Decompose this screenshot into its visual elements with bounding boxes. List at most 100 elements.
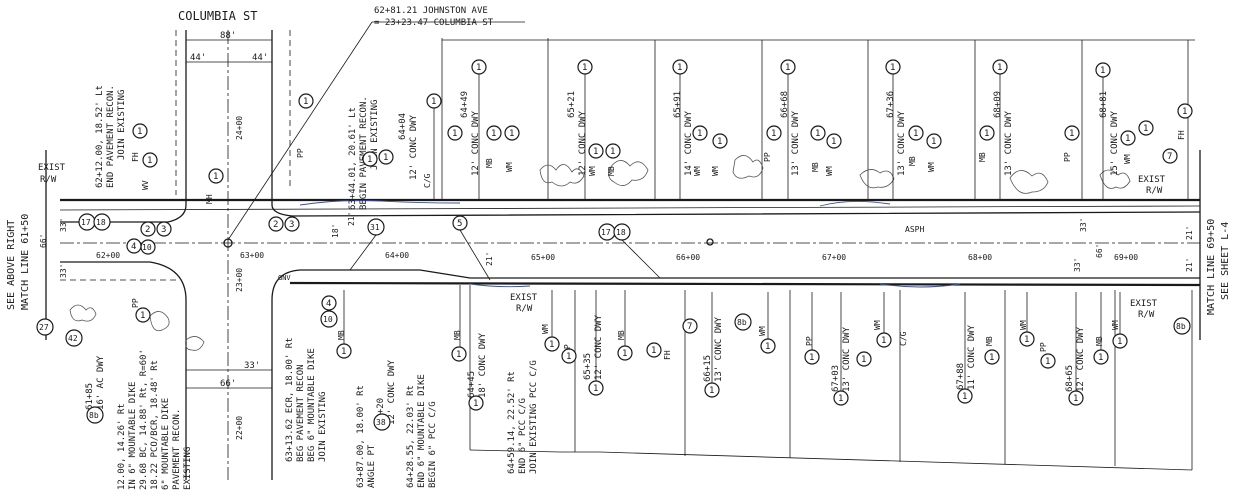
callout-dike-4: 18.22 PCO/BCR, 18.48' Rt	[150, 360, 160, 490]
svg-text:8b: 8b	[737, 318, 747, 327]
note-bubble: 1	[856, 351, 872, 367]
note-bubble: 1	[760, 338, 776, 354]
dim-33-right: 33'	[1079, 218, 1088, 232]
label-wm: WM	[927, 162, 936, 172]
callout-dike-2: IN 6" MOUNTABLE DIKE	[128, 382, 138, 490]
curb-return-nw	[60, 204, 187, 223]
dim-21-right-a: 21'	[1185, 226, 1194, 240]
callout-68-09-b: 13' CONC DWY	[1004, 110, 1014, 176]
label-fh: FH	[131, 152, 140, 162]
label-cg: C/G	[423, 173, 432, 188]
exist-bottom-left: EXIST	[510, 293, 538, 303]
label-mb: MB	[908, 156, 917, 166]
note-bubble: 1	[672, 59, 688, 75]
note-bubble: 1	[362, 151, 378, 167]
note-bubble: 38	[373, 413, 391, 431]
svg-text:4: 4	[326, 299, 331, 309]
label-pp: PP	[1039, 342, 1048, 352]
note-bubble: 1	[132, 123, 148, 139]
callout-65-21-a: 65+21	[567, 91, 577, 118]
note-bubbles: 1 1 1 1 1 1 1 1 1 1 1 1 1 1 1 1 1 1 1 1 …	[36, 59, 1193, 431]
svg-text:1: 1	[861, 355, 866, 365]
svg-text:1: 1	[913, 129, 918, 139]
rw-left: R/W	[40, 175, 57, 185]
top-callouts: 62+12.00, 18.52' Lt END PAVEMENT RECON. …	[95, 85, 1120, 210]
svg-text:1: 1	[717, 137, 722, 147]
note-bubble: 1	[451, 346, 467, 362]
svg-text:1: 1	[709, 386, 714, 396]
callout-68-09-a: 68+09	[993, 91, 1003, 118]
note-bubble: 8b	[1173, 317, 1191, 335]
station-68: 68+00	[968, 253, 992, 262]
callout-63-44-b: BEGIN PAVEMENT RECON.	[359, 96, 369, 210]
svg-text:1: 1	[785, 63, 790, 73]
callout-67-88-a: 67+88	[956, 363, 966, 390]
exist-left: EXIST	[38, 163, 66, 173]
svg-text:17: 17	[601, 228, 611, 237]
note-bubble: 1	[605, 143, 621, 159]
top-utility-labels: FH WV MH PP C/G MB WM WM MB WM WM PP MB …	[131, 130, 1186, 204]
callout-64-49-b: 12' CONC DWY	[471, 110, 481, 176]
dim-33-right-bottom: 33'	[1073, 258, 1082, 272]
callout-68-81-b: 15' CONC DWY	[1110, 110, 1120, 176]
note-bubble: 5	[452, 215, 468, 231]
station-69: 69+00	[1114, 253, 1138, 262]
callout-65-35-a: 65+35	[583, 353, 593, 380]
station-64: 64+00	[385, 251, 409, 260]
callout-61-85-a: 61+85	[85, 383, 95, 410]
note-bubble: 1	[992, 59, 1008, 75]
svg-text:42: 42	[68, 334, 78, 343]
dim-66-right: 66'	[1095, 244, 1104, 258]
label-wv: WV	[141, 180, 150, 190]
curb-return-sw	[60, 261, 187, 301]
svg-text:3: 3	[161, 225, 166, 235]
svg-text:1: 1	[1098, 353, 1103, 363]
svg-text:1: 1	[341, 347, 346, 357]
see-above-right: SEE ABOVE RIGHT	[6, 220, 17, 310]
note-bubble: 1	[712, 133, 728, 149]
svg-text:31: 31	[370, 223, 380, 232]
callout-67-88-b: 11' CONC DWY	[967, 324, 977, 390]
svg-text:1: 1	[137, 127, 142, 137]
callout-64-20-a: 64+20	[376, 398, 386, 425]
note-bubble: 1	[468, 395, 484, 411]
svg-text:1: 1	[452, 129, 457, 139]
svg-text:1: 1	[765, 342, 770, 352]
svg-text:18: 18	[96, 218, 106, 227]
note-bubble: 1	[378, 149, 394, 165]
callout-61-85-b: 16' AC DWY	[96, 355, 106, 410]
callout-62-12-c: JOIN EXISTING	[117, 90, 127, 160]
svg-text:1: 1	[367, 155, 372, 165]
south-rw-line	[289, 281, 1201, 287]
label-mb: MB	[453, 330, 462, 340]
svg-text:1: 1	[140, 311, 145, 321]
callout-64-45-a: 64+45	[467, 371, 477, 398]
station-65: 65+00	[531, 253, 555, 262]
svg-text:1: 1	[593, 147, 598, 157]
note-bubble: 1	[336, 343, 352, 359]
label-mb: MB	[617, 330, 626, 340]
svg-text:1: 1	[1045, 357, 1050, 367]
label-mb: MB	[985, 336, 994, 346]
label-mb: MB	[978, 152, 987, 162]
label-mb: MB	[607, 166, 616, 176]
dim-33-bottom: 33'	[244, 361, 260, 371]
callout-64-04-a: 64+04	[398, 113, 408, 140]
exist-right-top: EXIST	[1138, 175, 1166, 185]
svg-text:1: 1	[831, 137, 836, 147]
note-bubble: 42	[65, 329, 83, 347]
callout-dike-6: PAVEMENT RECON.	[172, 409, 182, 490]
exist-bottom-right: EXIST	[1130, 299, 1158, 309]
svg-text:1: 1	[997, 63, 1002, 73]
callout-64-20-b: 12' CONC DWY	[387, 359, 397, 425]
callout-62-12-a: 62+12.00, 18.52' Lt	[95, 85, 105, 188]
callout-67-03-a: 67+03	[831, 365, 841, 392]
svg-text:8b: 8b	[89, 411, 99, 420]
svg-text:1: 1	[622, 349, 627, 359]
cross-station-22: 22+00	[235, 416, 244, 440]
rw-bottom-left: R/W	[516, 304, 533, 314]
svg-text:1: 1	[1069, 129, 1074, 139]
svg-text:17: 17	[81, 218, 91, 227]
svg-text:1: 1	[1125, 134, 1130, 144]
note-bubble: 1	[617, 345, 633, 361]
